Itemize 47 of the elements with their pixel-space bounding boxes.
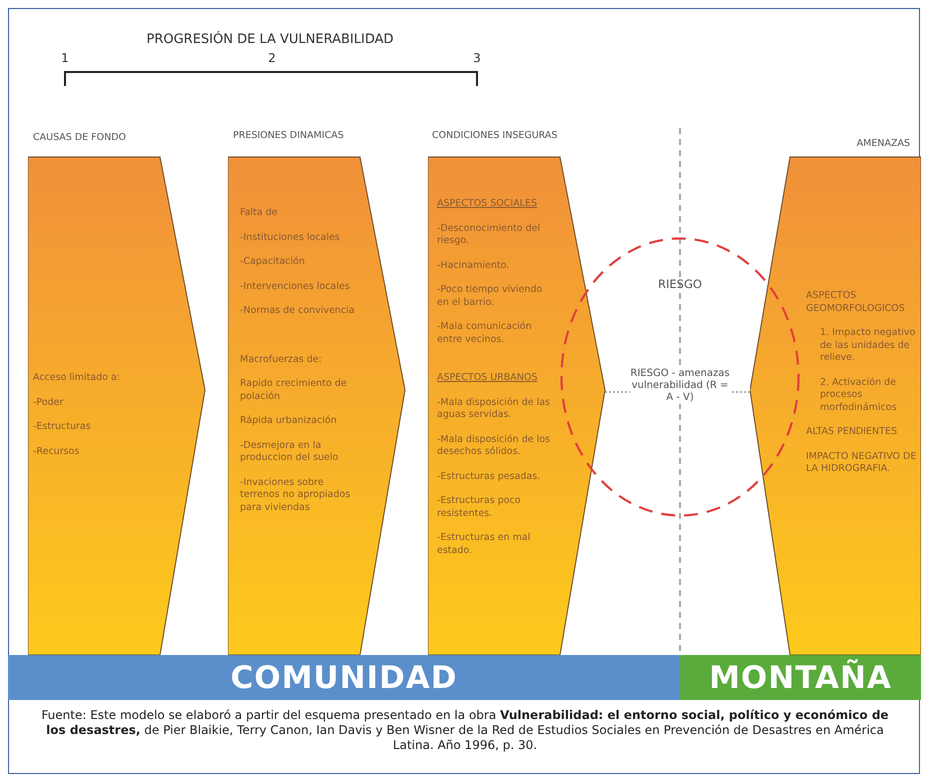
dotted-connector <box>605 391 630 393</box>
column-heading: CAUSAS DE FONDO <box>33 132 128 143</box>
list-item: -Normas de convivencia <box>240 305 356 318</box>
list-item: -Mala disposición de los desechos sólidos. <box>437 434 551 458</box>
list-item: -Mala comunicación entre vecinos. <box>437 321 533 346</box>
list-item: -Mala disposición de las aguas servidas. <box>437 396 551 422</box>
column-heading: AMENAZAS <box>856 138 910 149</box>
list-item: Macrofuerzas de: <box>240 354 323 366</box>
band-label: COMUNIDAD <box>230 660 458 696</box>
header-label: PROGRESIÓN DE LA VULNERABILIDAD <box>145 32 395 47</box>
list-item: -Desconocimiento del riesgo. <box>437 222 542 248</box>
list-item: -Hacinamiento. <box>437 260 510 272</box>
step-number: 3 <box>472 51 482 65</box>
list-item: -Poco tiempo viviendo en el barrio. <box>437 284 544 309</box>
list-item: 2. Activación de procesos morfodinámicos <box>819 376 898 414</box>
step-number: 1 <box>60 51 70 65</box>
risk-formula: RIESGO - amenazas vulnerabilidad (R = A - V) <box>630 368 730 404</box>
section-heading: ASPECTOS SOCIALES <box>437 198 538 210</box>
list-item: -Invaciones sobre terrenos no apropiados para viviendas <box>240 476 352 514</box>
list-item: Acceso limitado a: <box>33 372 122 384</box>
list-item: -Poder <box>33 396 64 409</box>
region-band <box>8 655 680 700</box>
list-item: -Estructuras pesadas. <box>437 470 542 483</box>
list-item: -Estructuras poco resistentes. <box>437 495 522 520</box>
list-item: -Estructuras <box>33 421 92 434</box>
column-heading: CONDICIONES INSEGURAS <box>432 130 558 141</box>
list-item: IMPACTO NEGATIVO DE LA HIDROGRAFIA. <box>806 450 918 476</box>
list-item: ASPECTOS GEOMORFOLOGICOS <box>806 290 906 315</box>
list-item: -Estructuras en mal estado. <box>437 532 532 557</box>
list-item: -Desmejora en la produccion del suelo <box>240 440 340 464</box>
list-item: -Instituciones locales <box>240 232 341 244</box>
band-label: MONTAÑA <box>709 660 892 696</box>
column-heading: PRESIONES DINAMICAS <box>233 130 345 141</box>
source-caption: Fuente: Este modelo se elaboró a partir del esquema presentado en la obra Vulnerabilidad: el entorno social, político y económico de los desastres, de Pier Blaikie, Terry Canon, Ian Davis y Ben Wisner de la Red de Estudios Sociales en Prevención de Desastres en América Latina. Año 1996, p. 30. <box>40 708 890 753</box>
region-band <box>680 655 921 700</box>
list-item: ALTAS PENDIENTES <box>806 426 898 438</box>
section-heading: ASPECTOS URBANOS <box>437 372 538 384</box>
list-item: Rápida urbanización <box>240 415 338 428</box>
step-number: 2 <box>267 51 277 65</box>
dotted-connector <box>730 391 750 393</box>
risk-title: RIESGO <box>657 277 703 291</box>
list-item: -Capacitación <box>240 256 306 268</box>
list-item: -Intervenciones locales <box>240 280 351 293</box>
list-item: -Recursos <box>33 446 80 458</box>
list-item: Rapido crecimiento de polación <box>240 378 348 403</box>
list-item: Falta de <box>240 207 278 220</box>
list-item: 1. Impacto negativo de las unidades de relieve. <box>819 327 916 364</box>
